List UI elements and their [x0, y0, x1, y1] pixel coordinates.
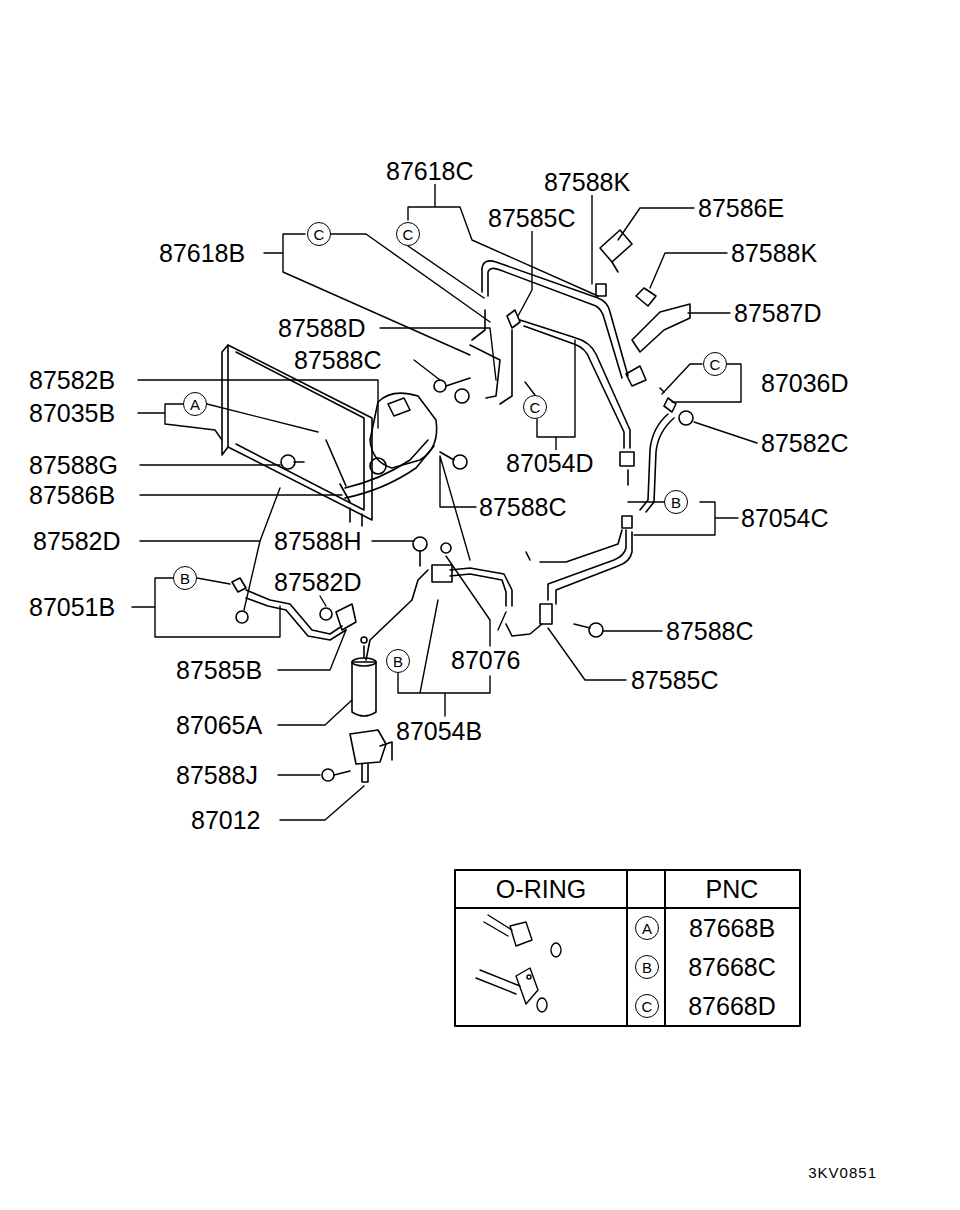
circle-letter: A: [190, 397, 200, 412]
circled-letter: C: [523, 395, 547, 419]
leader-lines: [132, 184, 757, 820]
part-number: 87054C: [740, 505, 830, 531]
circled-letter: C: [396, 222, 420, 246]
circle-letter: B: [393, 654, 403, 669]
circle-letter: A: [642, 921, 652, 936]
part-number: 87586B: [28, 482, 116, 508]
circled-letter: A: [635, 916, 659, 940]
part-number: 87586E: [697, 195, 785, 221]
part-number: 87588K: [543, 169, 631, 195]
bolts: [236, 378, 693, 781]
part-number: 87588D: [277, 315, 367, 341]
circle-letter: B: [671, 495, 681, 510]
part-number: 87618C: [385, 158, 475, 184]
circled-letter: A: [183, 392, 207, 416]
switch-bracket: [596, 230, 690, 392]
part-number: 87588H: [273, 528, 363, 554]
part-number: 87588J: [175, 762, 259, 788]
circle-letter: B: [642, 960, 652, 975]
receiver-drier: [352, 637, 376, 716]
part-number: 87618B: [158, 240, 246, 266]
part-number: 87588C: [478, 494, 568, 520]
part-number: 87585B: [175, 657, 263, 683]
part-number: 87588C: [293, 347, 383, 373]
figure-code: 3KV0851: [807, 1165, 878, 1181]
part-number: 87588G: [28, 452, 119, 478]
circle-letter: C: [403, 227, 414, 242]
part-number: 87585C: [630, 667, 720, 693]
part-number: 87051B: [28, 594, 116, 620]
part-number: 87035B: [28, 400, 116, 426]
circle-letter: C: [530, 400, 541, 415]
part-number: 87588K: [730, 240, 818, 266]
table-cell: 87668C: [687, 954, 777, 980]
circled-letter: C: [635, 994, 659, 1018]
part-number: 87054B: [395, 718, 483, 744]
circled-letter: B: [386, 649, 410, 673]
part-number: 87582C: [760, 430, 850, 456]
part-number: 87582D: [273, 569, 363, 595]
circled-letter: C: [703, 352, 727, 376]
part-number: 87585C: [487, 205, 577, 231]
table-cell: O-RING: [495, 876, 587, 902]
discharge-hose: [326, 440, 434, 502]
circle-letter: B: [180, 571, 190, 586]
part-number: 87012: [190, 807, 262, 833]
part-number: 87036D: [760, 370, 850, 396]
circle-letter: C: [710, 357, 721, 372]
part-number: 87076: [450, 647, 522, 673]
circled-letter: B: [635, 955, 659, 979]
circle-letter: C: [314, 227, 325, 242]
o-ring-sketch: [476, 915, 561, 1012]
part-number: 87065A: [175, 712, 263, 738]
part-number: 87582D: [32, 528, 122, 554]
part-number: 87054D: [505, 450, 595, 476]
table-cell: 87668B: [688, 915, 776, 941]
compressor: [370, 393, 437, 474]
part-number: 87582B: [28, 367, 116, 393]
circled-letter: B: [173, 566, 197, 590]
refrigerant-pipes: [366, 261, 676, 660]
table-cell: 87668D: [687, 993, 777, 1019]
o-ring-table: [455, 870, 800, 1026]
circle-letter: C: [642, 999, 653, 1014]
drier-bracket: [350, 730, 392, 782]
table-cell: PNC: [705, 876, 760, 902]
part-number: 87587D: [733, 300, 823, 326]
part-number: 87588C: [665, 618, 755, 644]
circled-letter: C: [307, 222, 331, 246]
circled-letter: B: [664, 490, 688, 514]
